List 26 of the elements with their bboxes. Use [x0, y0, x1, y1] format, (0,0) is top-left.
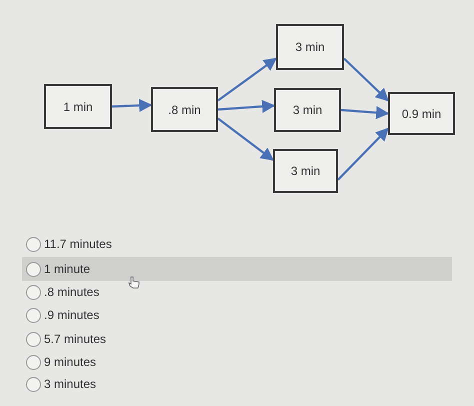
- box-label: 3 min: [295, 39, 325, 56]
- arrow: [340, 106, 390, 120]
- box-label: 3 min: [292, 102, 322, 119]
- box-label: 0.9 min: [402, 106, 442, 122]
- arrow: [218, 100, 276, 113]
- process-box: [44, 84, 112, 129]
- process-box: [151, 87, 218, 132]
- option-text: .9 minutes: [44, 307, 100, 324]
- box-label: 3 min: [290, 163, 320, 180]
- box-label: .8 min: [168, 102, 201, 118]
- process-box: [274, 88, 341, 132]
- box-label: 1 min: [63, 98, 93, 116]
- process-box: [273, 149, 338, 193]
- option-text: .8 minutes: [44, 284, 100, 301]
- option-text: 5.7 minutes: [44, 331, 106, 348]
- option-text: 9 minutes: [44, 354, 96, 371]
- arrow: [343, 58, 389, 102]
- arrow: [337, 128, 389, 181]
- arrow: [112, 98, 152, 112]
- option-text: 3 minutes: [44, 376, 96, 393]
- option-text: 1 minute: [44, 261, 90, 278]
- option-text: 11.7 minutes: [44, 236, 112, 253]
- arrow: [217, 118, 274, 161]
- process-box: [276, 24, 344, 70]
- process-box: [388, 92, 455, 135]
- arrow: [217, 58, 278, 102]
